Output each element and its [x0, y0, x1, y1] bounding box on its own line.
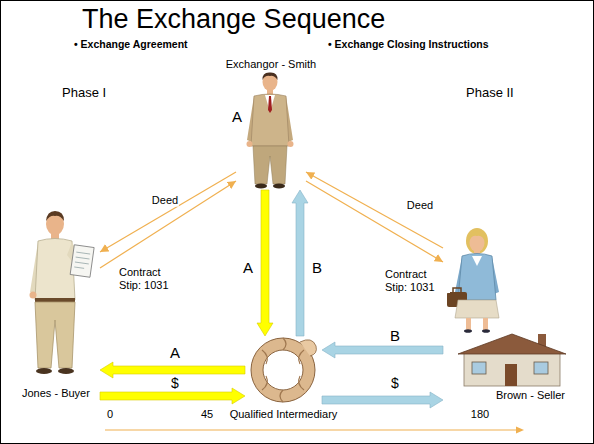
actor-name: Jones - Buyer: [22, 387, 90, 400]
document-arrow: [306, 181, 443, 262]
timeline-arrow: [105, 427, 524, 434]
edge-label: Deed: [151, 194, 179, 207]
edge-label: $: [170, 375, 180, 391]
intermediary-icon: [251, 338, 316, 402]
intermediary-figure: Qualified Intermediary: [245, 336, 322, 404]
edge-label: B: [389, 327, 401, 344]
transfer-arrow: [322, 392, 443, 408]
edge-label: $: [390, 375, 400, 391]
diagram-title: The Exchange Sequence: [82, 4, 385, 35]
buyer-figure: Jones - Buyer: [18, 205, 100, 402]
edge-label: Contract Stip: 1031: [384, 268, 450, 293]
edge-label: B: [311, 259, 323, 276]
diagram-label: Phase I: [62, 86, 106, 101]
diagram-label: 45: [201, 408, 213, 421]
edge-label: Deed: [406, 199, 434, 212]
edge-label: A: [169, 344, 181, 361]
diagram-label: • Exchange Agreement: [74, 38, 188, 50]
jones-figure: [30, 211, 95, 374]
transfer-arrow: [257, 190, 273, 336]
actor-name: Qualified Intermediary: [230, 408, 338, 421]
edge-label: A: [242, 259, 254, 276]
brown-figure: [447, 228, 499, 333]
diagram-label: A: [232, 108, 242, 125]
document-arrow: [100, 181, 236, 268]
diagram-label: • Exchange Closing Instructions: [328, 38, 489, 50]
transfer-arrow: [292, 190, 308, 336]
document-arrow: [100, 172, 236, 252]
transfer-arrow: [322, 342, 443, 358]
document-arrow: [306, 172, 443, 248]
edge-label: Contract Stip: 1031: [118, 266, 184, 291]
actor-name: Brown - Seller: [496, 389, 565, 402]
actor-name: Exchangor - Smith: [226, 58, 316, 71]
diagram-label: 0: [107, 408, 113, 421]
exchangor-figure: Exchangor - Smith: [236, 72, 306, 190]
diagram-label: Phase II: [466, 86, 514, 101]
seller-figure: Brown - Seller: [443, 224, 567, 402]
diagram-label: 180: [471, 408, 489, 421]
smith-figure: [247, 72, 294, 188]
house-figure: [458, 334, 566, 386]
